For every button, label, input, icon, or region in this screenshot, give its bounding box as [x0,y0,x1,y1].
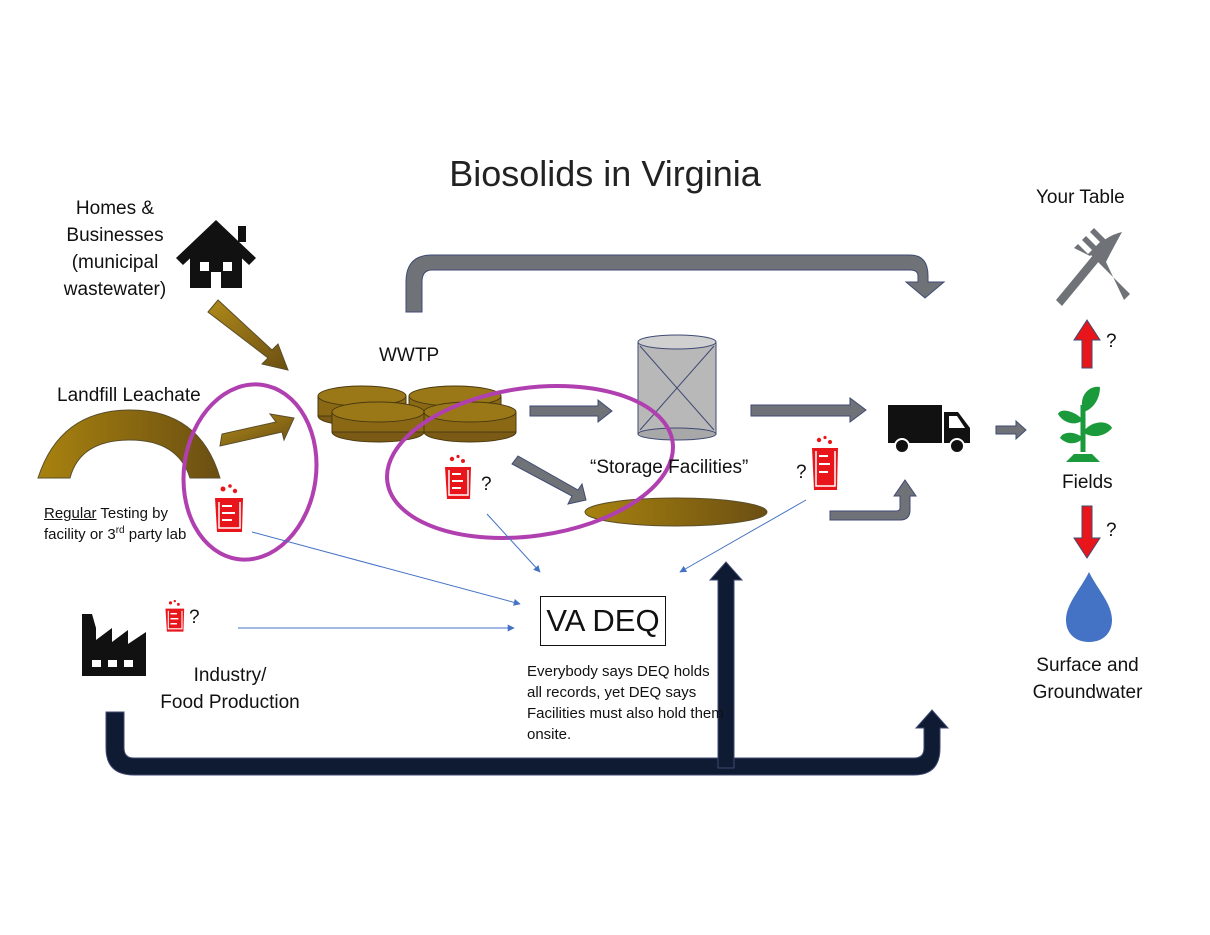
your-table-label: Your Table [1036,187,1125,208]
fields-label: Fields [1062,472,1113,493]
deq-records-note: Everybody says DEQ holds all records, ye… [527,663,724,743]
report-arrow-wwtp [486,513,541,573]
diagram-title: Biosolids in Virginia [449,153,761,194]
water-drop-icon [1066,572,1112,642]
landfill-highlight [181,382,319,562]
bypass-arrow-body [405,254,946,313]
wwtp-highlight [385,384,675,540]
wwtp-to-tank-arrow [529,398,613,424]
unknown-mark-truck: ? [796,462,807,483]
landfill-to-wwtp-arrow [219,413,295,447]
storage-lagoon [584,497,768,527]
truck-icon [888,405,970,454]
deq-up-arrow [708,561,744,769]
wwtp-label: WWTP [379,345,440,366]
house-icon [176,220,256,288]
unknown-mark-water: ? [1106,520,1117,541]
truck-to-fields-arrow [995,419,1027,441]
va-deq-box: VA DEQ [540,596,666,646]
water-label: Surface and Groundwater [1032,655,1143,703]
homes-label: Homes & Businesses (municipal wastewater… [63,198,167,300]
lab-beaker-icon [165,599,185,632]
unknown-mark-wwtp: ? [481,474,492,495]
industry-direct-arrow [105,709,950,776]
landfill-arch [37,409,221,479]
factory-icon [82,614,146,676]
unknown-mark-table: ? [1106,331,1117,352]
testing-note: Regular Testing by facility or 3rd party… [44,505,187,543]
fields-to-water-arrow [1073,505,1101,559]
fork-knife-icon [1056,228,1130,306]
lab-beaker-icon [812,435,838,490]
landfill-label: Landfill Leachate [57,385,201,406]
wwtp-to-storage-arrow [511,455,587,505]
va-deq-label: VA DEQ [546,603,660,638]
storage-label: “Storage Facilities” [590,457,749,478]
storage-to-truck-arrow [829,479,917,521]
fields-to-table-arrow [1073,319,1101,369]
tank-to-truck-arrow [750,397,867,423]
plant-icon [1058,386,1112,462]
unknown-mark-industry: ? [189,607,200,628]
industry-label: Industry/ Food Production [160,665,300,713]
report-arrow-landfill [251,531,521,606]
report-arrow-truck [679,499,807,573]
lab-beaker-icon [215,484,243,532]
lab-beaker-icon [445,454,471,499]
storage-tank-icon [637,334,717,441]
homes-to-wwtp-arrow [207,299,289,371]
